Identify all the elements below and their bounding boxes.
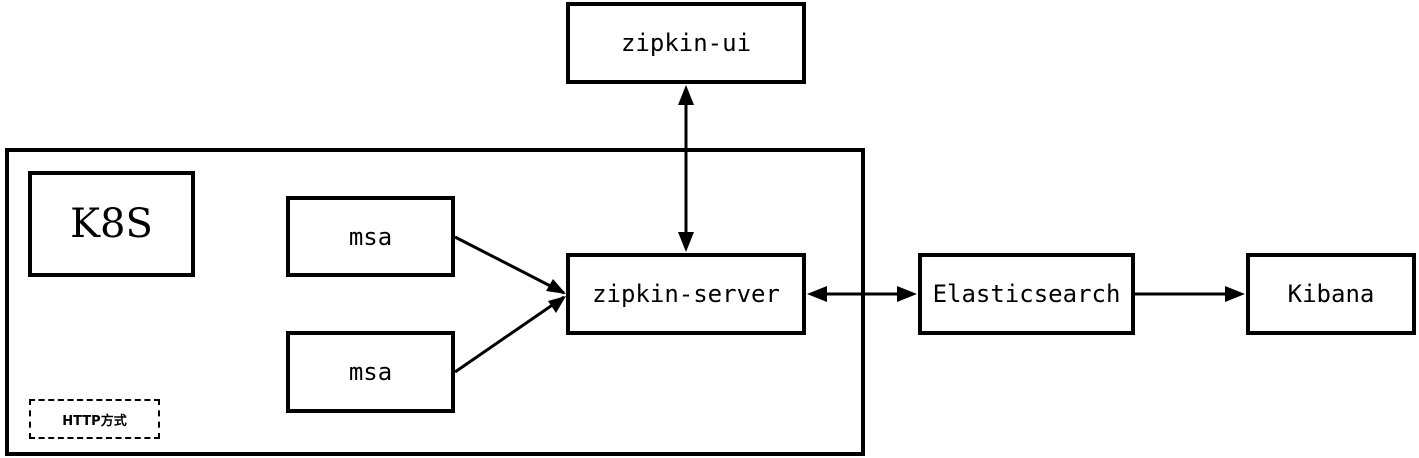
k8s-label-box: K8S <box>28 171 195 277</box>
arrow-msa-top-to-zipkin-server <box>454 235 565 295</box>
arrowhead-right-kibana <box>1225 286 1245 302</box>
arrowhead-right-elasticsearch <box>897 286 917 302</box>
kibana-node[interactable]: Kibana <box>1246 253 1416 335</box>
zipkin-server-node[interactable]: zipkin-server <box>566 253 806 335</box>
http-mode-legend: HTTP方式 <box>29 399 160 439</box>
arrowhead-msa-top <box>546 279 566 294</box>
arrowhead-left-zipkin-server <box>807 286 827 302</box>
msa-label-bottom: msa <box>348 358 393 386</box>
msa-node-top[interactable]: msa <box>286 196 455 277</box>
arrowhead-down-zipkin-server <box>678 232 694 252</box>
arrowhead-up-zipkin-ui <box>678 85 694 105</box>
http-mode-label: HTTP方式 <box>62 413 127 429</box>
elasticsearch-label: Elasticsearch <box>932 280 1121 308</box>
kibana-label: Kibana <box>1287 280 1375 308</box>
elasticsearch-node[interactable]: Elasticsearch <box>918 253 1135 335</box>
zipkin-server-label: zipkin-server <box>592 280 780 308</box>
zipkin-ui-node[interactable]: zipkin-ui <box>566 2 806 84</box>
arrowhead-msa-bottom <box>548 296 566 313</box>
zipkin-ui-label: zipkin-ui <box>620 29 752 57</box>
msa-node-bottom[interactable]: msa <box>286 331 455 413</box>
k8s-label: K8S <box>70 201 153 247</box>
msa-label-top: msa <box>348 222 393 251</box>
arrow-msa-bottom-to-zipkin-server <box>454 295 565 374</box>
